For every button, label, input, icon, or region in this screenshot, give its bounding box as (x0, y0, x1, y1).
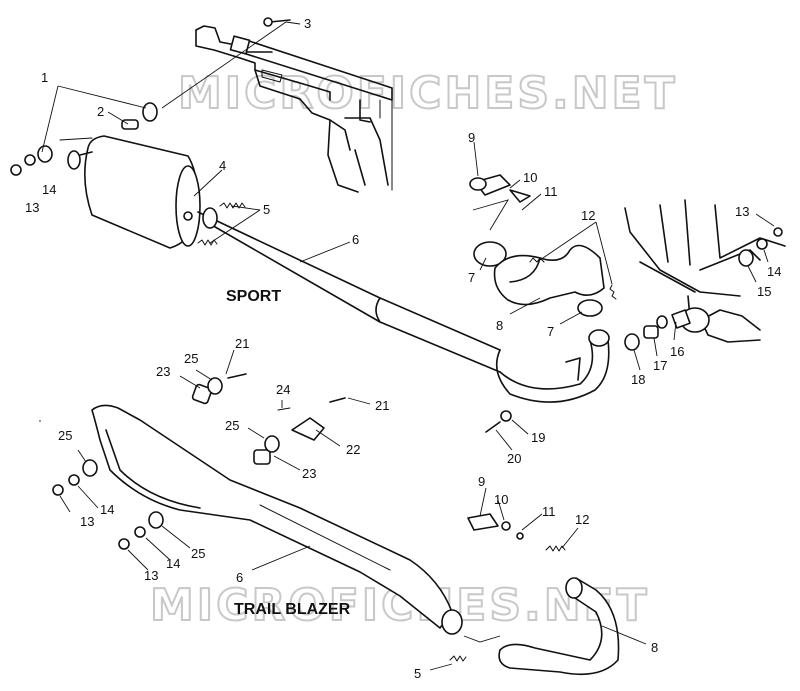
callout-14-sport-left: 14 (42, 182, 56, 197)
callout-11-trail-blazer: 11 (542, 504, 556, 519)
callout-13-sport-left: 13 (25, 200, 39, 215)
callout-23-upper: 23 (156, 364, 170, 379)
callout-12-sport: 12 (581, 208, 595, 223)
callout-13-tb-left: 13 (80, 514, 94, 529)
callout-14-tb-lower: 14 (166, 556, 180, 571)
callout-4: 4 (219, 158, 226, 173)
callout-8-sport: 8 (496, 318, 503, 333)
callout-14-sport-right: 14 (767, 264, 781, 279)
callout-25-middle: 25 (225, 418, 239, 433)
frame-right (624, 199, 786, 343)
callout-5-sport: 5 (263, 202, 270, 217)
callout-25-left: 25 (58, 428, 72, 443)
exhaust-manifold-sport (469, 174, 617, 317)
hardware-sport (10, 17, 291, 176)
callout-22: 22 (346, 442, 360, 457)
callout-3: 3 (304, 16, 311, 31)
callout-19: 19 (531, 430, 545, 445)
exhaust-pipe-trail-blazer (449, 513, 620, 676)
callout-6-sport: 6 (352, 232, 359, 247)
callout-15: 15 (757, 284, 771, 299)
callout-16: 16 (670, 344, 684, 359)
callout-11-sport: 11 (544, 184, 558, 199)
callout-7-sport-upper: 7 (468, 270, 475, 285)
callout-24: 24 (276, 382, 290, 397)
callout-21-upper: 21 (235, 336, 249, 351)
callout-7-sport-lower: 7 (547, 324, 554, 339)
frame-rail (195, 25, 393, 193)
hardware-trail-blazer-left (52, 459, 164, 550)
callout-13-sport-right: 13 (735, 204, 749, 219)
callout-10-trail-blazer: 10 (494, 492, 508, 507)
muffler-sport (59, 135, 201, 249)
callout-2: 2 (97, 104, 104, 119)
watermark-top: MICROFICHES.NET (178, 68, 678, 119)
callout-25-upper: 25 (184, 351, 198, 366)
hardware-right (485, 227, 783, 433)
muffler-trail-blazer (91, 373, 463, 635)
callout-12-trail-blazer: 12 (575, 512, 589, 527)
leader-lines (39, 21, 775, 671)
callout-17: 17 (653, 358, 667, 373)
caption-sport: SPORT (226, 288, 281, 305)
callout-8-trail-blazer: 8 (651, 640, 658, 655)
callout-9-trail-blazer: 9 (478, 474, 485, 489)
callout-18: 18 (631, 372, 645, 387)
callout-23-lower: 23 (302, 466, 316, 481)
tailpipe-sport (197, 207, 610, 403)
callout-21-lower: 21 (375, 398, 389, 413)
callout-25-lower: 25 (191, 546, 205, 561)
callout-1: 1 (41, 70, 48, 85)
callout-9-sport: 9 (468, 130, 475, 145)
callout-6-trail-blazer: 6 (236, 570, 243, 585)
callout-14-tb-left: 14 (100, 502, 114, 517)
callout-numbers: 1 2 3 4 5 6 7 7 8 9 10 11 12 13 14 13 14… (25, 16, 781, 681)
caption-trail-blazer: TRAIL BLAZER (234, 601, 351, 618)
callout-20: 20 (507, 451, 521, 466)
callout-13-tb-lower: 13 (144, 568, 158, 583)
callout-10-sport: 10 (523, 170, 537, 185)
callout-5-trail-blazer: 5 (414, 666, 421, 681)
